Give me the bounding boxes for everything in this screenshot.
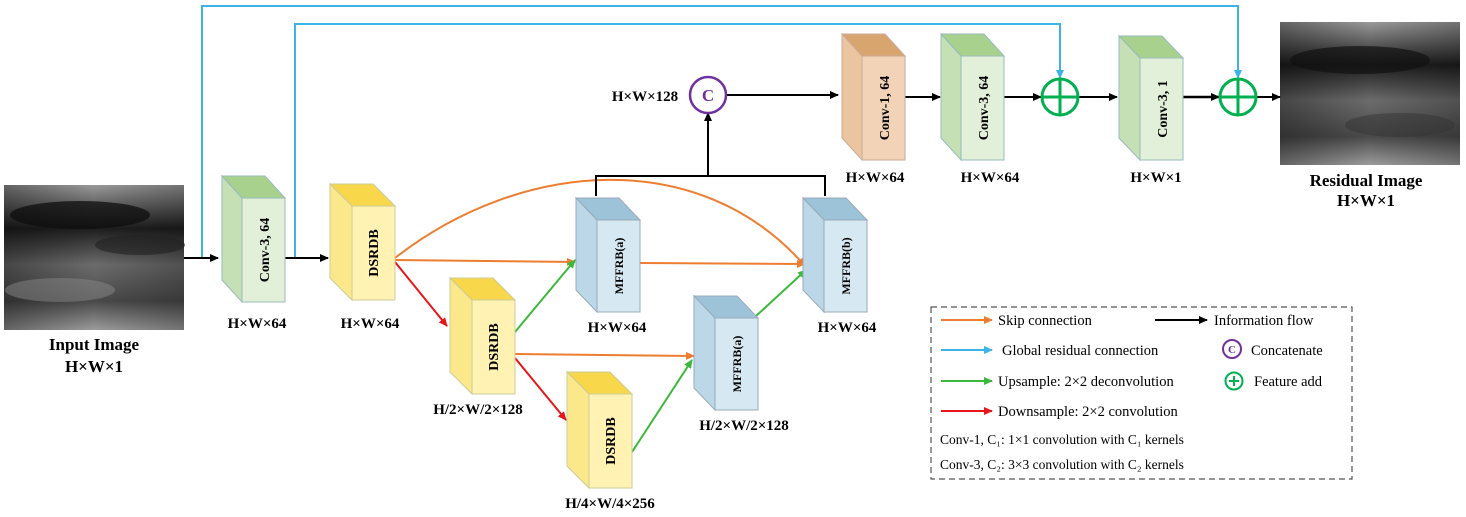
- conv3-block-b-dim: H×W×64: [961, 170, 1020, 186]
- input-image-dim: H×W×1: [65, 357, 123, 376]
- legend-add-icon: [1224, 371, 1244, 391]
- dsrdb-block-3-dim: H/4×W/4×256: [565, 496, 655, 512]
- dsrdb-block-1: DSRDB: [328, 182, 397, 302]
- skip-line-1: [394, 257, 576, 266]
- concat-symbol: C: [702, 86, 714, 105]
- conv1-block: Conv-1, 64: [840, 32, 907, 162]
- legend-global-label: Global residual connection: [1002, 343, 1159, 359]
- residual-image-dim: H×W×1: [1337, 191, 1395, 210]
- dsrdb-block-2-label: DSRDB: [487, 323, 502, 370]
- dsrdb-block-1-label: DSRDB: [367, 229, 382, 276]
- legend-info-label: Information flow: [1214, 313, 1314, 329]
- global-residual-connections: [201, 5, 1242, 258]
- downsample-arrow-2: [514, 357, 567, 421]
- input-image: [4, 185, 185, 330]
- legend-downsample-label: Downsample: 2×2 convolution: [998, 404, 1178, 420]
- upsample-arrow-3: [755, 269, 807, 317]
- legend-upsample-label: Upsample: 2×2 deconvolution: [998, 374, 1174, 390]
- concat-dim: H×W×128: [612, 89, 678, 105]
- downsample-arrow-1: [394, 261, 448, 327]
- dsrdb-block-2: DSRDB: [448, 276, 517, 396]
- feature-add-node-1: [1040, 77, 1080, 117]
- upsample-arrows: [514, 259, 807, 453]
- global-residual-line-inner: [294, 23, 1064, 258]
- legend-add-label: Feature add: [1254, 374, 1323, 390]
- conv3-block-b-label: Conv-3, 64: [977, 76, 992, 141]
- conv3-block-a: Conv-3, 64: [220, 174, 287, 304]
- mffrb-b-block-dim: H×W×64: [818, 320, 877, 336]
- mffrb-b-block-label: MFFRB(b): [839, 237, 853, 294]
- legend: Skip connection Information flow Global …: [930, 306, 1353, 480]
- conv1-block-dim: H×W×64: [846, 170, 905, 186]
- mffrb-a-block-1-label: MFFRB(a): [612, 238, 626, 295]
- skip-connections: [394, 178, 806, 360]
- mffrb-a-block-2-label: MFFRB(a): [730, 336, 744, 393]
- mffrb-b-block: MFFRB(b): [801, 196, 869, 314]
- residual-image-label: Residual Image: [1310, 171, 1423, 190]
- conv3-block-a-dim: H×W×64: [228, 316, 287, 332]
- feature-add-node-2: [1218, 77, 1258, 117]
- svg-text:C: C: [1228, 344, 1236, 356]
- mffrb-a-block-2-dim: H/2×W/2×128: [699, 418, 789, 434]
- conv3-block-c-dim: H×W×1: [1130, 170, 1181, 186]
- global-residual-line-outer: [201, 5, 1242, 258]
- mffrb-a-block-1-dim: H×W×64: [588, 320, 647, 336]
- upsample-arrow-2: [631, 359, 693, 453]
- input-image-label: Input Image: [49, 335, 140, 354]
- skip-curve: [394, 178, 806, 267]
- conv3-block-b: Conv-3, 64: [939, 32, 1006, 162]
- skip-line-2: [639, 259, 806, 268]
- information-flow: [184, 91, 1281, 262]
- legend-concat-icon: C: [1222, 339, 1242, 359]
- concat-node: C: [688, 75, 728, 115]
- dsrdb-block-3: DSRDB: [565, 370, 634, 490]
- conv3-block-c-label: Conv-3, 1: [1156, 80, 1171, 138]
- legend-concat-label: Concatenate: [1251, 343, 1323, 359]
- downsample-arrows: [394, 261, 567, 421]
- skip-line-3: [514, 351, 695, 360]
- legend-conv1-note: Conv-1, C₁: 1×1 convolution with C₁ kern…: [940, 432, 1184, 447]
- legend-skip-label: Skip connection: [998, 313, 1093, 329]
- mffrb-a-block-2: MFFRB(a): [692, 294, 760, 412]
- dsrdb-block-1-dim: H×W×64: [341, 316, 400, 332]
- upsample-arrow-1: [514, 259, 576, 333]
- dsrdb-block-2-dim: H/2×W/2×128: [433, 402, 523, 418]
- dsrdb-block-3-label: DSRDB: [604, 417, 619, 464]
- residual-image: [1280, 22, 1460, 165]
- legend-conv3-note: Conv-3, C₂: 3×3 convolution with C₂ kern…: [940, 457, 1184, 472]
- legend-box: [930, 306, 1353, 480]
- conv3-block-c: Conv-3, 1: [1117, 34, 1185, 162]
- conv1-block-label: Conv-1, 64: [878, 76, 893, 141]
- conv3-block-a-label: Conv-3, 64: [258, 218, 273, 283]
- mffrb-a-block-1: MFFRB(a): [574, 196, 642, 314]
